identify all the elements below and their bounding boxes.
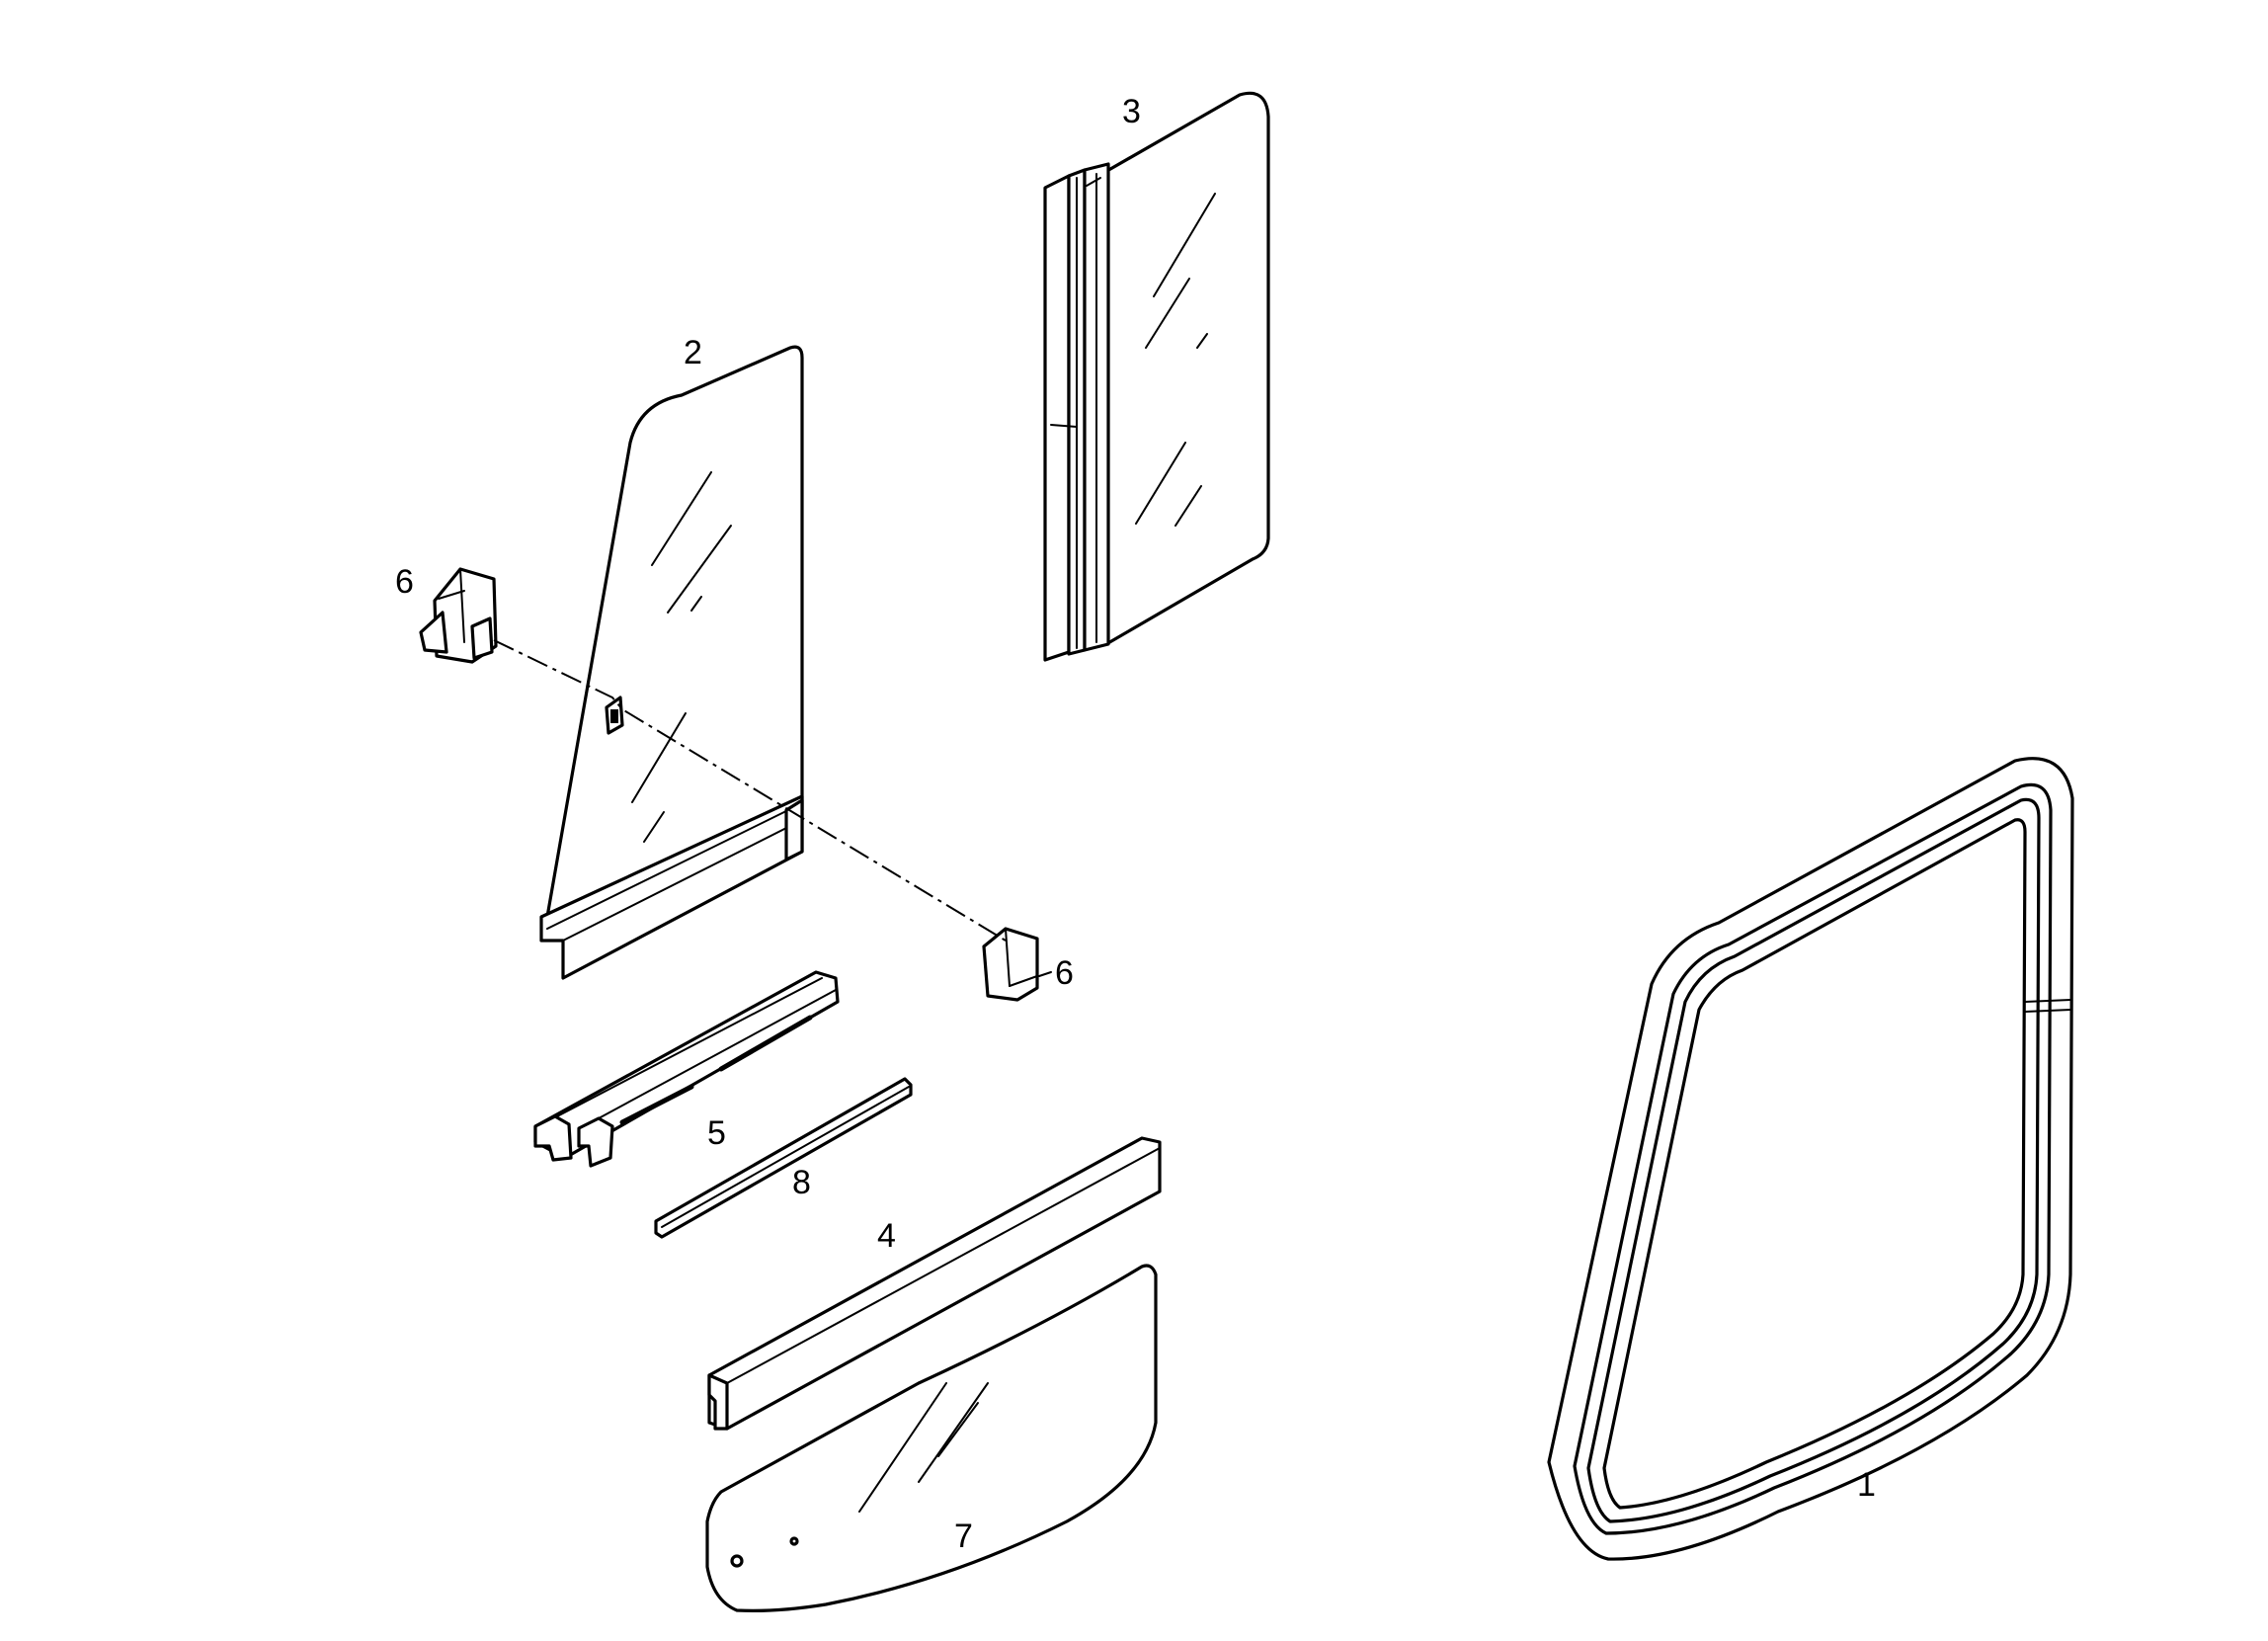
part-1-window-seal [1547,757,2074,1561]
callout-label-6a: 6 [395,563,414,601]
callout-label-7: 7 [954,1518,973,1555]
part-2-quarter-glass [539,345,804,980]
part-4-lower-channel [707,1136,1162,1431]
part-3-glass-panel [1043,91,1270,662]
callout-label-2: 2 [684,334,702,371]
callout-label-5: 5 [707,1114,726,1152]
callout-label-1: 1 [1857,1466,1876,1504]
callout-label-4: 4 [877,1217,896,1255]
part-8-thin-strip [654,1077,913,1239]
callout-label-6b: 6 [1055,954,1074,992]
part-6-clip-lower [982,927,1039,1002]
callout-label-3: 3 [1122,93,1141,130]
part-5-channel-bar [533,970,840,1168]
clip-alignment-line [493,639,1007,942]
callout-leader-6b [1038,971,1052,977]
part-7-lower-glass [705,1264,1158,1612]
part-6-clip-upper [419,567,498,664]
callout-label-8: 8 [792,1164,811,1201]
